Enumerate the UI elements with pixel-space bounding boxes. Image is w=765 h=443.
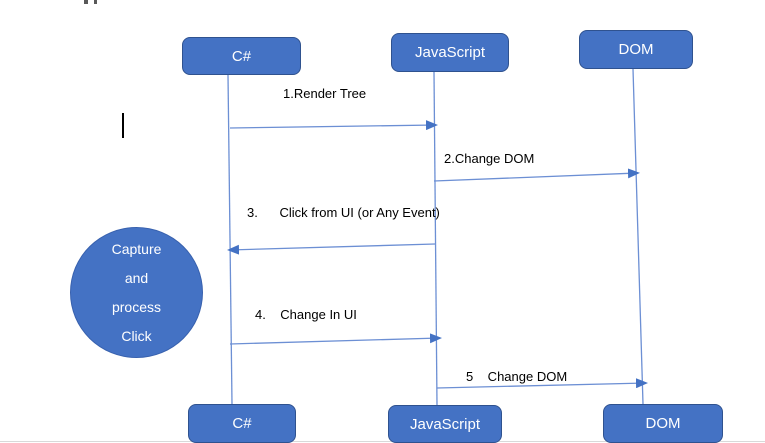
actor-box-javascript-bottom[interactable]: JavaScript: [388, 405, 502, 443]
lifeline-javascript[interactable]: [433, 71, 438, 406]
actor-box-dom-bottom[interactable]: DOM: [603, 404, 723, 443]
circle-text-line: Capture: [111, 240, 162, 257]
text-cursor: [122, 113, 124, 138]
message-3-arrow[interactable]: [227, 243, 436, 255]
message-label-1[interactable]: 1.Render Tree: [283, 86, 367, 101]
actor-label: C#: [231, 47, 252, 65]
message-label-3[interactable]: 3. Click from UI (or Any Event): [247, 205, 440, 220]
circle-text-line: and: [124, 269, 149, 286]
lifeline-csharp[interactable]: [227, 74, 233, 405]
message-label-2[interactable]: 2.Change DOM: [444, 151, 535, 166]
actor-label: DOM: [618, 41, 654, 58]
actor-label: JavaScript: [414, 44, 486, 61]
message-label-4[interactable]: 4. Change In UI: [255, 307, 357, 322]
message-5-arrow[interactable]: [436, 378, 648, 389]
actor-label: JavaScript: [409, 415, 481, 433]
capture-process-circle[interactable]: Capture and process Click: [70, 227, 203, 358]
actor-box-csharp-bottom[interactable]: C#: [188, 404, 296, 443]
page-edge-line: [0, 441, 765, 442]
message-2-arrow[interactable]: [433, 168, 640, 182]
actor-box-dom-top[interactable]: DOM: [579, 30, 693, 69]
message-1-arrow[interactable]: [229, 120, 438, 131]
actor-box-javascript-top[interactable]: JavaScript: [391, 33, 509, 72]
actor-label: C#: [232, 415, 252, 432]
cropped-text-fragment: [94, 0, 97, 4]
circle-text-line: Click: [121, 327, 152, 344]
lifeline-dom[interactable]: [632, 68, 644, 405]
message-label-5[interactable]: 5 Change DOM: [466, 369, 568, 384]
circle-text-line: process: [111, 298, 162, 315]
message-4-arrow[interactable]: [229, 333, 442, 345]
actor-box-csharp-top[interactable]: C#: [182, 37, 301, 75]
cropped-text-fragment: [84, 0, 88, 4]
actor-label: DOM: [645, 415, 681, 432]
